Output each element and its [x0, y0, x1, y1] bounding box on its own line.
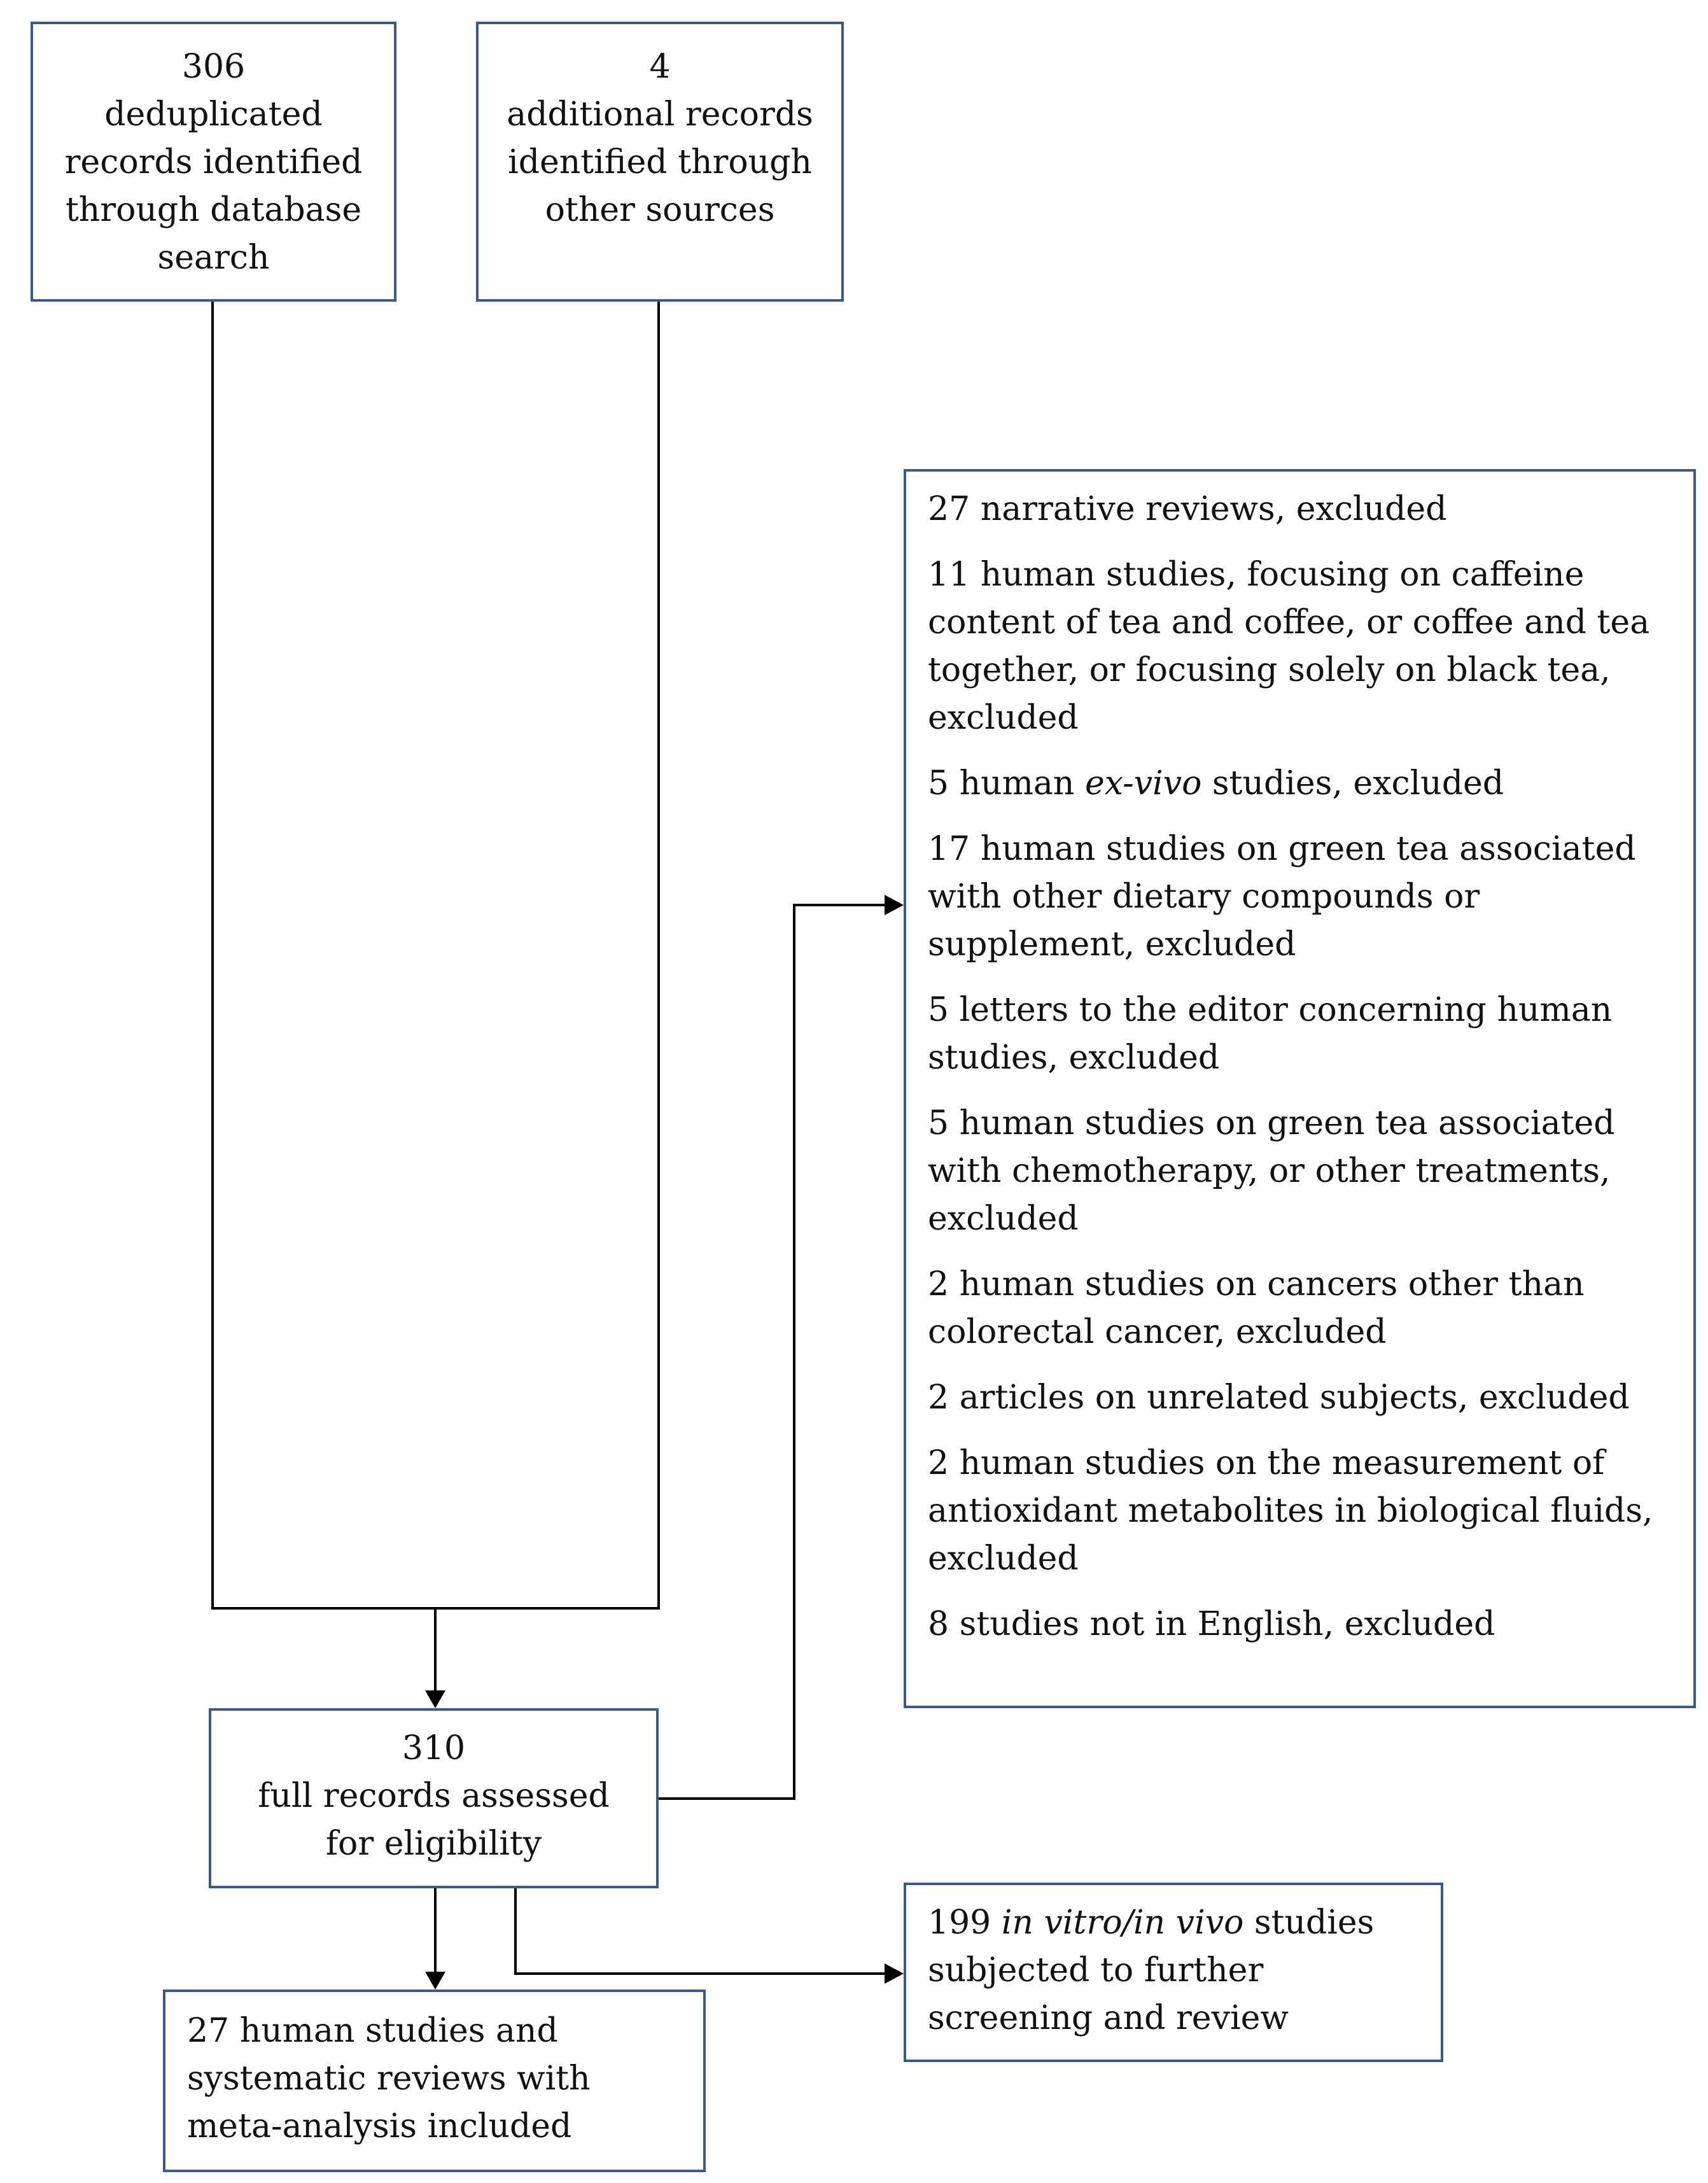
- exclusion-text: narrative reviews, excluded: [980, 490, 1447, 528]
- exclusion-text: letters to the editor concerning human s…: [928, 991, 1613, 1077]
- exclusion-item: 5 human ex-vivo studies, excluded: [928, 760, 1674, 808]
- exclusion-count: 2: [928, 1379, 949, 1417]
- exclusion-count: 2: [928, 1265, 949, 1303]
- exclusion-list: 27 narrative reviews, excluded 11 human s…: [928, 486, 1674, 1648]
- exclusion-count: 17: [928, 830, 970, 868]
- other-count: 4: [649, 48, 671, 86]
- assessed-count: 310: [402, 1729, 466, 1767]
- exclusion-item: 2 human studies on cancers other than co…: [928, 1261, 1674, 1356]
- exclusion-count: 8: [928, 1605, 949, 1643]
- other-text: additional records identified through ot…: [507, 95, 813, 229]
- invitro-count: 199: [928, 1904, 991, 1942]
- exclusion-count: 5: [928, 1104, 949, 1142]
- included-text: 27 human studies and systematic reviews …: [187, 2007, 633, 2151]
- box-other-sources: 4 additional records identified through …: [476, 22, 844, 302]
- exclusion-item: 27 narrative reviews, excluded: [928, 486, 1674, 533]
- box-database-records: 306 deduplicated records identified thro…: [31, 22, 396, 302]
- exclusion-item: 2 human studies on the measurement of an…: [928, 1440, 1674, 1583]
- box-exclusions: 27 narrative reviews, excluded 11 human s…: [904, 469, 1696, 1708]
- box-invitro: 199 in vitro/in vivo studies subjected t…: [904, 1883, 1443, 2062]
- arrowhead-assessed: [425, 1690, 445, 1708]
- exclusion-item: 11 human studies, focusing on caffeine c…: [928, 551, 1674, 742]
- exclusion-text: human studies on green tea associated wi…: [928, 1104, 1615, 1238]
- exclusion-count: 27: [928, 490, 970, 528]
- exclusion-item: 5 letters to the editor concerning human…: [928, 986, 1674, 1082]
- database-count: 306: [181, 48, 246, 86]
- exclusion-text: studies not in English, excluded: [959, 1605, 1495, 1643]
- included-rest: human studies and systematic reviews wit…: [187, 2012, 591, 2145]
- exclusion-count: 5: [928, 991, 949, 1029]
- exclusion-text: human studies on the measurement of anti…: [928, 1444, 1653, 1578]
- exclusion-item: 8 studies not in English, excluded: [928, 1601, 1674, 1648]
- arrow-assessed-to-invitro: [514, 1888, 885, 1975]
- exclusion-item: 2 articles on unrelated subjects, exclud…: [928, 1374, 1674, 1422]
- line-database-to-merge: [211, 302, 660, 1610]
- arrow-assessed-to-exclusions: [659, 904, 885, 1800]
- arrowhead-included: [425, 1972, 445, 1990]
- exclusion-count: 2: [928, 1444, 949, 1482]
- database-text: deduplicated records identified through …: [64, 95, 363, 277]
- box-assessed: 310 full records assessed for eligibilit…: [209, 1708, 659, 1888]
- exclusion-text: studies, excluded: [1212, 764, 1504, 803]
- box-included: 27 human studies and systematic reviews …: [163, 1990, 706, 2172]
- exclusion-item: 5 human studies on green tea associated …: [928, 1100, 1674, 1243]
- exclusion-italic: ex-vivo: [1084, 764, 1202, 803]
- exclusion-count: 5: [928, 764, 949, 803]
- exclusion-text: human studies on green tea associated wi…: [928, 830, 1636, 964]
- arrowhead-exclusions: [885, 895, 904, 915]
- exclusion-count: 11: [928, 556, 970, 594]
- exclusion-text: human: [959, 764, 1075, 803]
- invitro-text: 199 in vitro/in vivo studies subjected t…: [928, 1899, 1386, 2042]
- invitro-italic: in vitro/in vivo: [1001, 1904, 1244, 1942]
- invitro-rest: studies subjected to further screening a…: [928, 1904, 1375, 2037]
- exclusion-text: human studies, focusing on caffeine cont…: [928, 556, 1650, 737]
- included-count: 27: [187, 2012, 230, 2050]
- exclusion-text: articles on unrelated subjects, excluded: [959, 1379, 1630, 1417]
- assessed-text: full records assessed for eligibility: [258, 1777, 610, 1863]
- arrowhead-invitro: [885, 1963, 904, 1984]
- exclusion-item: 17 human studies on green tea associated…: [928, 825, 1674, 969]
- exclusion-text: human studies on cancers other than colo…: [928, 1265, 1585, 1351]
